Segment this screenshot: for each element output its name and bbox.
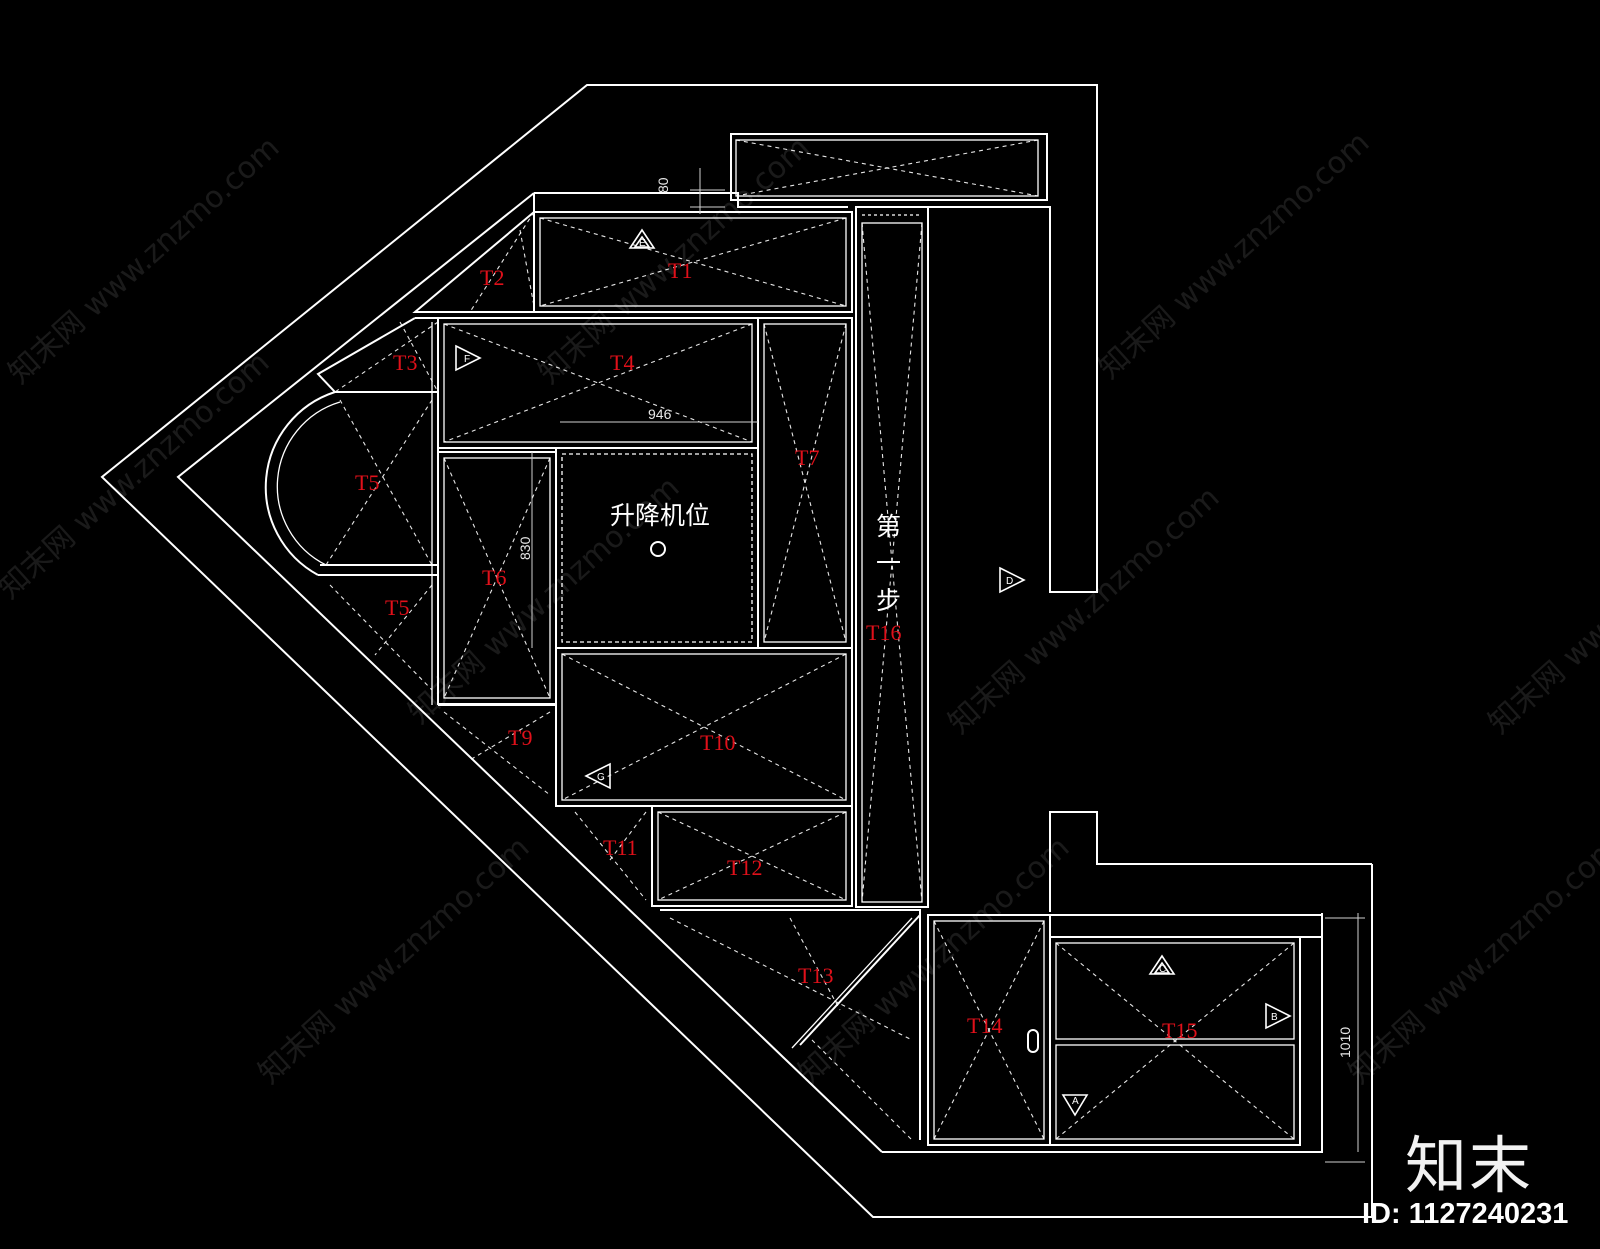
- cabinet-t12: [651, 805, 853, 907]
- cabinet-tags: T1 T2 T3 T4 T5 T6 T7 T5 T9 T10 T11 T12 T…: [355, 258, 1197, 1043]
- watermark-text: 知末网 www.znzmo.com: [2, 130, 286, 391]
- tag-t7: T7: [795, 445, 819, 470]
- marker-f-icon: F: [455, 344, 482, 372]
- cabinet-t13: [660, 909, 921, 1141]
- tag-t14: T14: [967, 1013, 1002, 1038]
- tag-t16: T16: [866, 620, 901, 645]
- marker-e-icon: E: [628, 228, 656, 249]
- cabinet-t7: [757, 317, 853, 649]
- tag-t12: T12: [727, 855, 762, 880]
- dim-1010: 1010: [1337, 1027, 1353, 1058]
- step-label-3: 步: [876, 586, 901, 615]
- step-label-2: 一: [876, 549, 901, 578]
- svg-text:B: B: [1271, 1012, 1278, 1023]
- dim-side: 830: [517, 536, 533, 560]
- tag-t9: T9: [508, 725, 532, 750]
- watermark-text: 知末网 www.znzmo.com: [252, 830, 536, 1091]
- svg-text:A: A: [1072, 1096, 1079, 1107]
- annotation-text: 升降机位 第 一 步: [610, 501, 901, 615]
- cabinet-t14: [927, 914, 1051, 1146]
- cabinet-t5-t8: [264, 318, 439, 705]
- cabinet-t3: [316, 317, 439, 393]
- lift-label: 升降机位: [610, 501, 710, 530]
- cabinet-t1: [533, 211, 853, 313]
- tag-t6: T6: [482, 565, 506, 590]
- marker-a-icon: A: [1061, 1094, 1089, 1117]
- cabinet-top: [730, 133, 1048, 201]
- tag-t11: T11: [603, 835, 638, 860]
- watermark-text: 知末网 www.znzmo.com: [1092, 125, 1376, 386]
- dim-top: 946: [648, 406, 672, 422]
- image-id: ID: 1127240231: [1362, 1198, 1569, 1230]
- tag-t13: T13: [798, 963, 833, 988]
- marker-b-icon: B: [1265, 1002, 1292, 1030]
- dim-80: 80: [655, 177, 671, 193]
- tag-t2: T2: [480, 265, 504, 290]
- watermark-text: 知末网 www.znzmo.com: [1342, 830, 1600, 1091]
- cabinet-t15: [1049, 914, 1323, 1146]
- svg-text:D: D: [1006, 576, 1013, 587]
- step-label-1: 第: [876, 512, 901, 541]
- svg-text:F: F: [464, 354, 470, 365]
- watermark-text: 知末网 www.znzmo.com: [1482, 480, 1600, 741]
- cabinet-t9: [438, 704, 557, 800]
- cabinet-t16: [855, 206, 929, 908]
- tag-t5: T5: [355, 470, 379, 495]
- watermark-layer: 知末网 www.znzmo.com 知末网 www.znzmo.com 知末网 …: [0, 125, 1600, 1091]
- watermark-text: 知末网 www.znzmo.com: [0, 345, 276, 606]
- tag-t5-lower: T5: [385, 595, 409, 620]
- svg-text:G: G: [597, 772, 605, 783]
- marker-c-icon: C: [1148, 954, 1176, 975]
- svg-text:C: C: [1159, 964, 1166, 975]
- svg-text:E: E: [639, 238, 646, 249]
- marker-d-icon: D: [999, 566, 1026, 594]
- brand-logo: 知末: [1405, 1129, 1534, 1202]
- marker-g-icon: G: [584, 762, 611, 790]
- watermark-text: 知末网 www.znzmo.com: [942, 480, 1226, 741]
- tag-t3: T3: [393, 350, 417, 375]
- dimension-lines: 80 946 830 1010: [517, 168, 1365, 1163]
- tag-t4: T4: [610, 350, 634, 375]
- tag-t15: T15: [1162, 1018, 1197, 1043]
- cabinet-t2: [412, 211, 535, 313]
- tag-t10: T10: [700, 730, 735, 755]
- tag-t1: T1: [668, 258, 692, 283]
